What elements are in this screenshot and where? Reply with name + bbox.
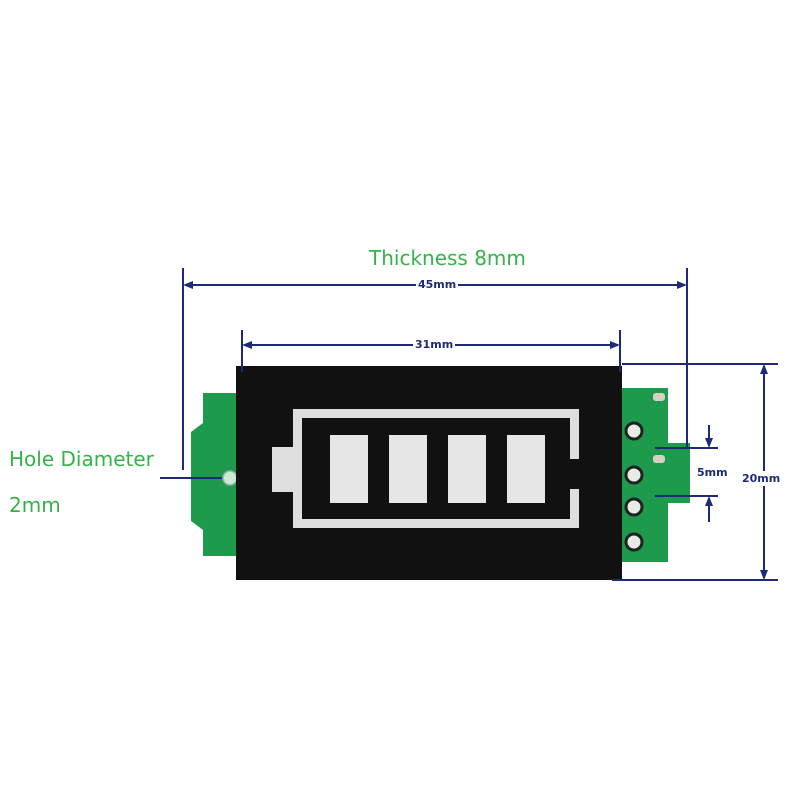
dimension-20mm-label: 20mm [741, 471, 782, 486]
dimension-31mm-label: 31mm [413, 338, 456, 351]
battery-segments [330, 435, 545, 503]
battery-icon [272, 409, 579, 528]
hole-diameter-label: Hole Diameter [9, 447, 154, 471]
pin-pad-1 [624, 421, 644, 441]
thickness-label: Thickness 8mm [369, 246, 526, 270]
pcb-left-tab [191, 393, 240, 556]
hole-diameter-value: 2mm [9, 493, 61, 517]
dimension-lines [160, 268, 778, 581]
segment-4 [507, 435, 545, 503]
segment-2 [389, 435, 427, 503]
dimension-5mm-label: 5mm [697, 466, 728, 479]
segment-3 [448, 435, 486, 503]
pin-pad-2 [624, 465, 644, 485]
dimension-45mm-label: 45mm [416, 278, 459, 291]
pin-pad-3 [624, 497, 644, 517]
segment-1 [330, 435, 368, 503]
pin-pad-4 [624, 532, 644, 552]
mounting-hole [222, 470, 238, 486]
pcb-right-tab [618, 388, 690, 562]
